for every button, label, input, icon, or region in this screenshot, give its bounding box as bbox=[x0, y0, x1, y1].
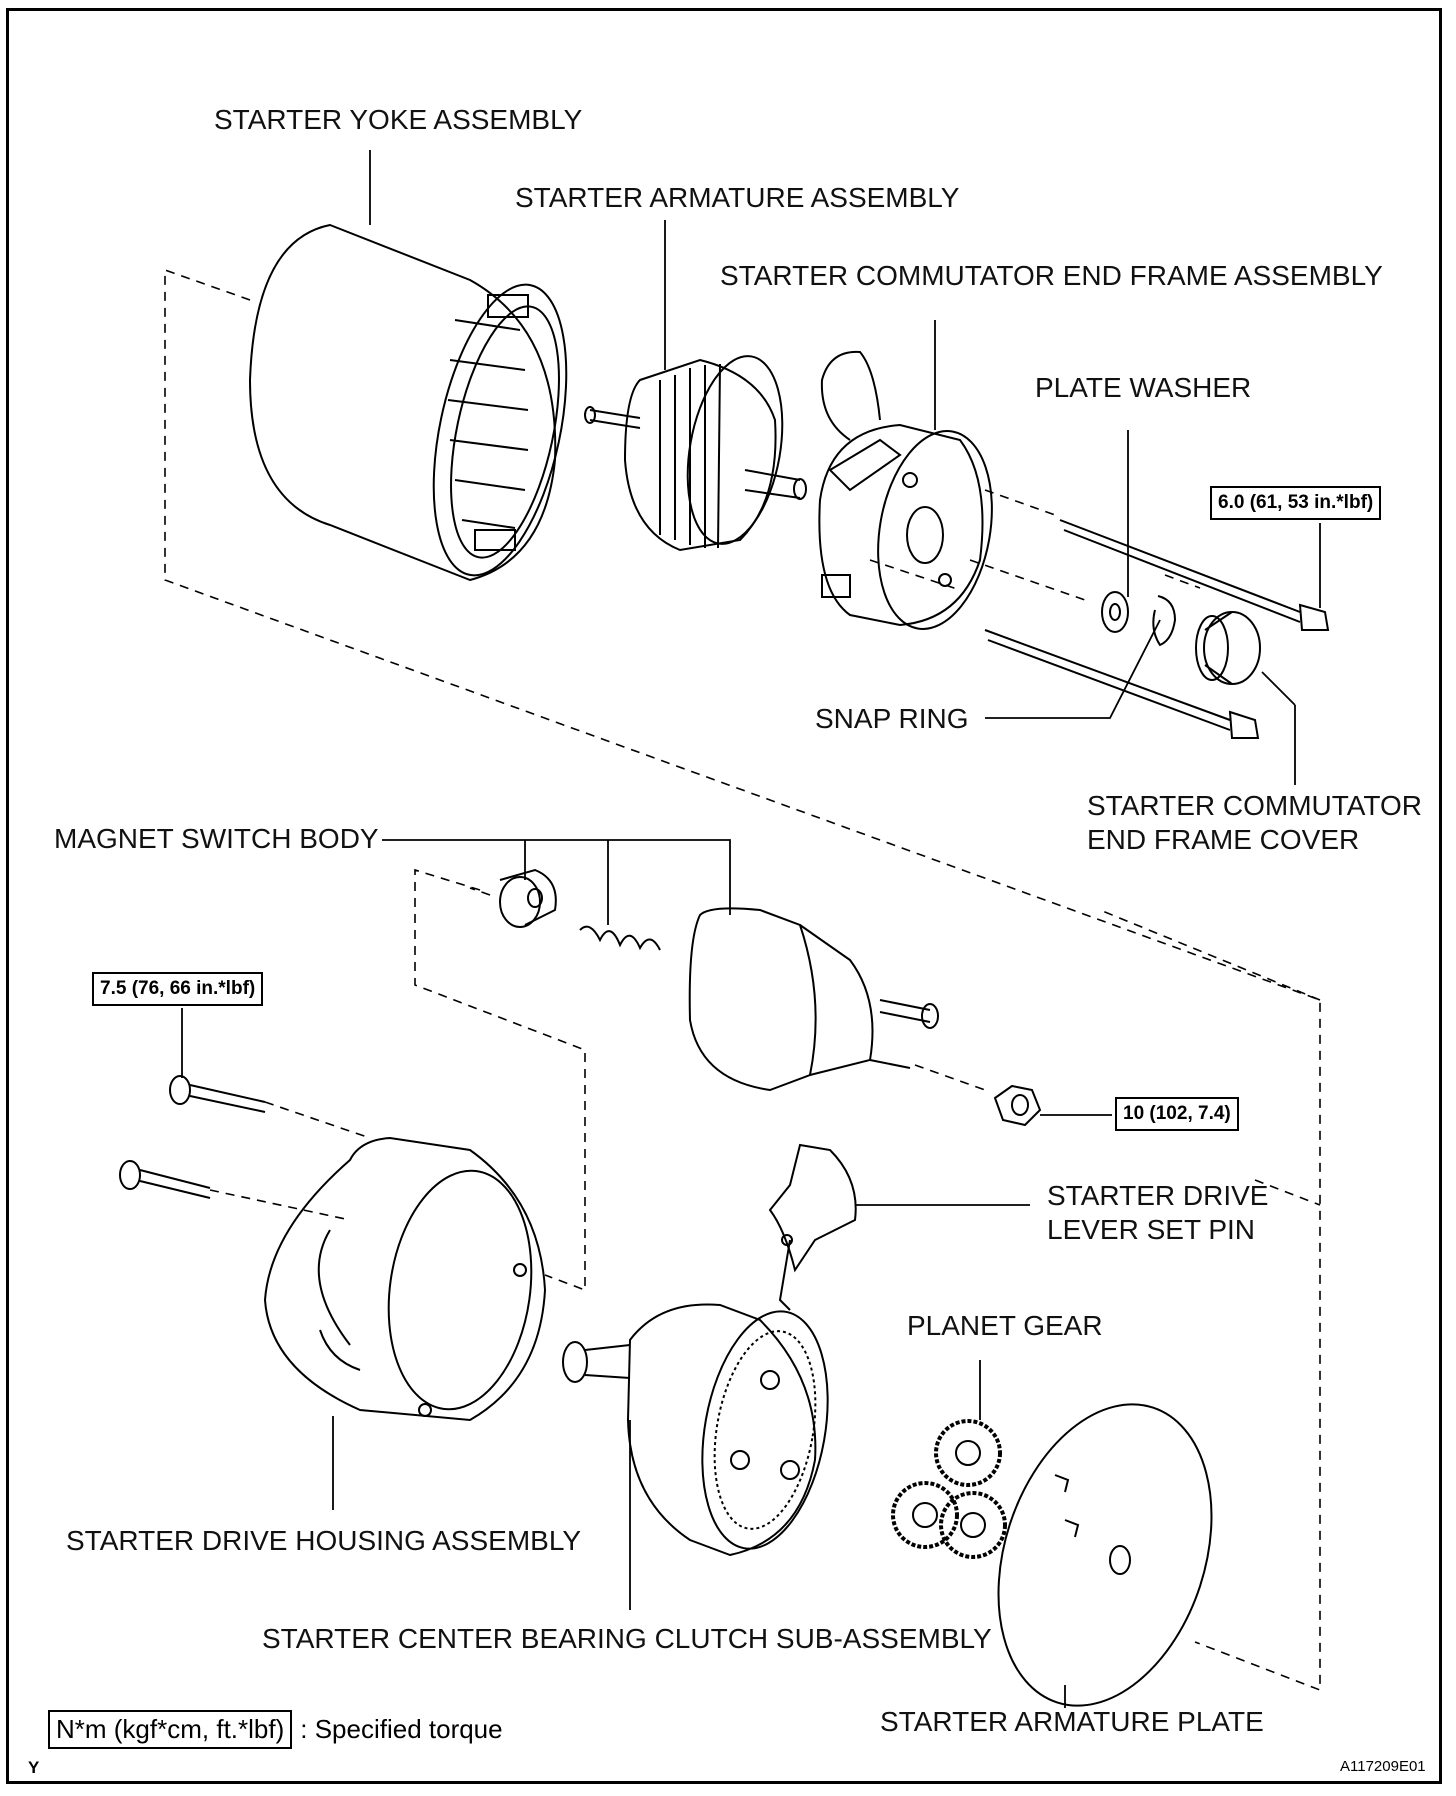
planet-gears-part bbox=[891, 1419, 1007, 1559]
torque-nut: 10 (102, 7.4) bbox=[1115, 1097, 1239, 1131]
label-starter-yoke-assembly: STARTER YOKE ASSEMBLY bbox=[214, 104, 583, 135]
label-starter-commutator-end-frame-assembly: STARTER COMMUTATOR END FRAME ASSEMBLY bbox=[720, 260, 1383, 291]
plate-washer-part bbox=[1101, 591, 1129, 633]
label-starter-drive-lever-line2: LEVER SET PIN bbox=[1047, 1214, 1256, 1245]
label-commutator-cover-line1: STARTER COMMUTATOR bbox=[1087, 790, 1422, 821]
starter-yoke-assembly bbox=[248, 223, 568, 582]
center-bearing-clutch-part bbox=[562, 1303, 829, 1557]
label-planet-gear: PLANET GEAR bbox=[907, 1310, 1103, 1341]
housing-bolts bbox=[119, 1075, 266, 1199]
legend-text: : Specified torque bbox=[300, 1714, 503, 1744]
starter-drive-lever-part bbox=[768, 1143, 857, 1311]
label-starter-armature-plate: STARTER ARMATURE PLATE bbox=[880, 1706, 1264, 1737]
label-starter-armature-assembly: STARTER ARMATURE ASSEMBLY bbox=[515, 182, 960, 213]
diagram-frame bbox=[6, 8, 1442, 1784]
label-starter-drive-lever-line1: STARTER DRIVE bbox=[1047, 1180, 1269, 1211]
through-bolts bbox=[984, 519, 1330, 739]
label-plate-washer: PLATE WASHER bbox=[1035, 372, 1252, 403]
snap-ring-part bbox=[1152, 595, 1177, 647]
legend-unit-box: N*m (kgf*cm, ft.*lbf) bbox=[48, 1710, 293, 1749]
label-magnet-switch-body: MAGNET SWITCH BODY bbox=[54, 823, 379, 854]
torque-legend: N*m (kgf*cm, ft.*lbf) : Specified torque bbox=[48, 1710, 503, 1749]
label-starter-center-bearing-clutch: STARTER CENTER BEARING CLUTCH SUB-ASSEMB… bbox=[262, 1623, 992, 1654]
label-commutator-cover-line2: END FRAME COVER bbox=[1087, 824, 1360, 855]
footer-figure-id: A117209E01 bbox=[1340, 1758, 1426, 1775]
starter-armature-assembly bbox=[584, 355, 807, 552]
label-snap-ring: SNAP RING bbox=[815, 703, 969, 734]
label-starter-drive-housing-assembly: STARTER DRIVE HOUSING ASSEMBLY bbox=[66, 1525, 582, 1556]
commutator-cover-part bbox=[1195, 611, 1261, 685]
commutator-end-frame-assembly bbox=[818, 350, 993, 630]
magnet-switch-body-part bbox=[499, 868, 939, 1092]
dashed-guide-lines bbox=[164, 268, 1321, 1692]
starter-drive-housing-part bbox=[263, 1136, 547, 1422]
starter-armature-plate-part bbox=[997, 1403, 1213, 1707]
leader-lines bbox=[181, 150, 1321, 1708]
torque-housing-bolt: 7.5 (76, 66 in.*lbf) bbox=[92, 972, 264, 1006]
footer-left-code: Y bbox=[28, 1758, 40, 1777]
nut-part bbox=[993, 1084, 1042, 1127]
torque-through-bolt: 6.0 (61, 53 in.*lbf) bbox=[1210, 486, 1382, 520]
